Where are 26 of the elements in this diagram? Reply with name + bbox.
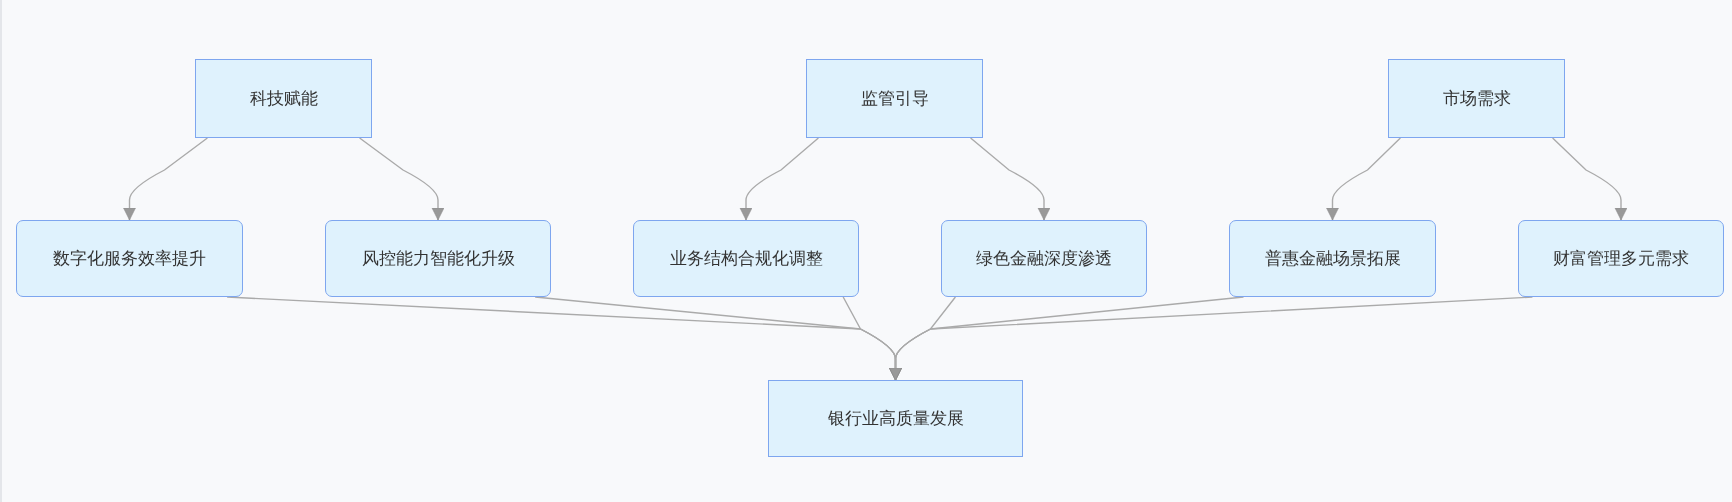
process-box: [633, 220, 859, 297]
process-box: [768, 380, 1023, 457]
box-label: 市场需求: [1442, 87, 1511, 110]
box-label: 监管引导: [860, 87, 929, 110]
process-box: [1518, 220, 1724, 297]
box-label: 科技赋能: [249, 87, 318, 110]
box-label: 数字化服务效率提升: [53, 247, 206, 270]
process-box: [195, 59, 372, 138]
arrow: [1551, 137, 1628, 221]
arrow: [358, 137, 445, 221]
box-label: 风控能力智能化升级: [361, 247, 515, 270]
box-label: 银行业高质量发展: [827, 407, 964, 430]
process-box: [1388, 59, 1565, 138]
box-label: 普惠金融场景拓展: [1264, 247, 1401, 270]
process-box: [806, 59, 983, 138]
box-label: 绿色金融深度渗透: [976, 247, 1112, 270]
process-box: [1229, 220, 1436, 297]
box-label: 业务结构合规化调整: [669, 247, 823, 270]
arrow: [123, 137, 209, 221]
arrow: [739, 137, 820, 221]
process-box: [325, 220, 551, 297]
arrow: [1326, 137, 1402, 221]
arrow: [969, 137, 1051, 221]
process-box: [941, 220, 1147, 297]
box-label: 财富管理多元需求: [1553, 247, 1689, 270]
process-box: [16, 220, 243, 297]
